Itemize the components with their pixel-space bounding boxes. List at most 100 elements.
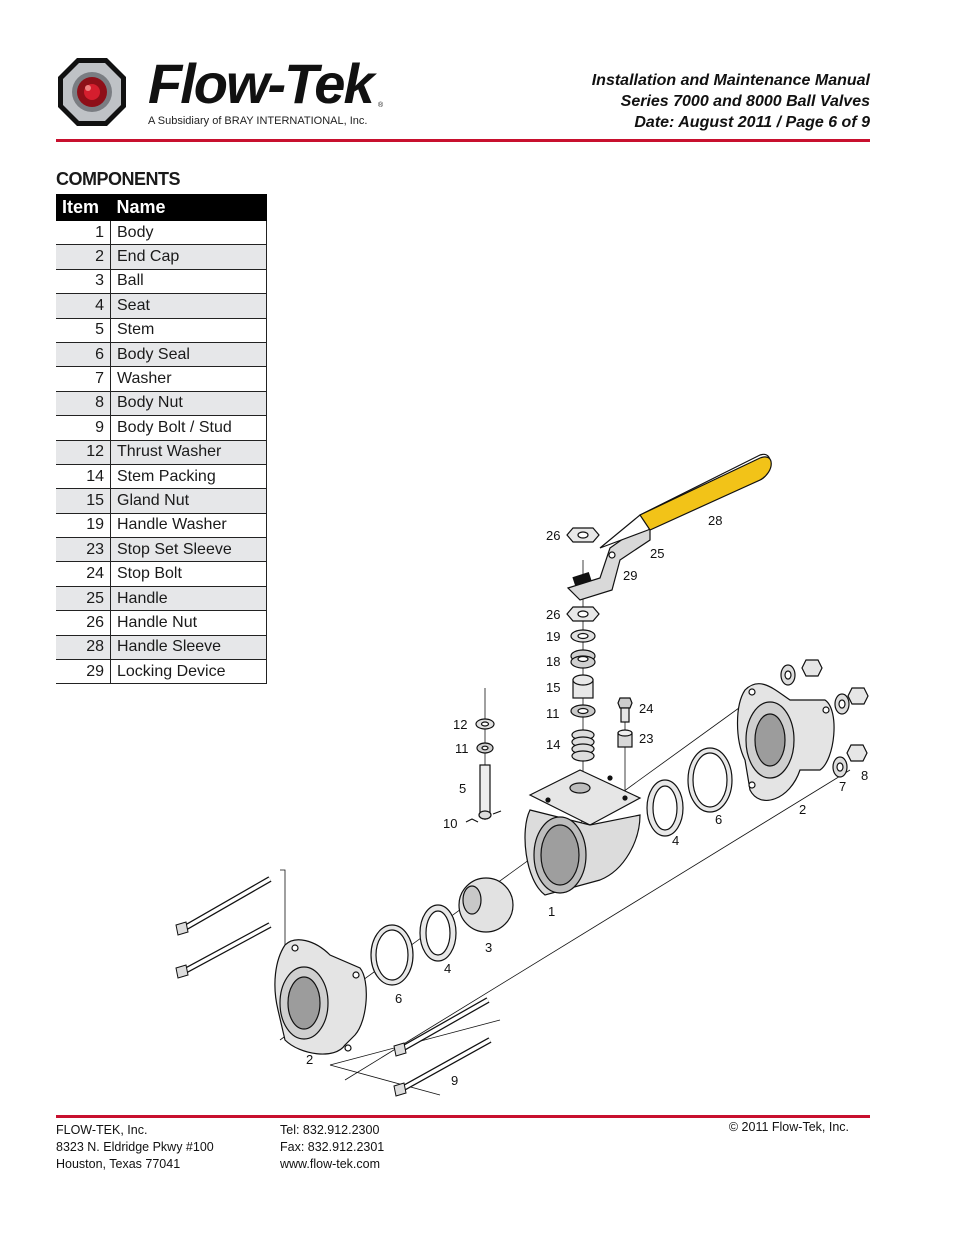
item-name: Body xyxy=(110,221,267,246)
item-name: Stop Bolt xyxy=(110,561,267,587)
end-cap-left-icon xyxy=(274,939,367,1055)
handle-sleeve-icon xyxy=(639,456,772,531)
item-number: 28 xyxy=(56,635,111,661)
callout-15: 15 xyxy=(546,680,560,695)
callout-6-right: 6 xyxy=(715,812,722,827)
callout-23: 23 xyxy=(639,731,653,746)
item-number: 19 xyxy=(56,513,111,539)
item-number: 23 xyxy=(56,537,111,563)
item-name: Locking Device xyxy=(110,659,267,685)
callout-25: 25 xyxy=(650,546,664,561)
item-number: 4 xyxy=(56,293,111,319)
callout-4-right: 4 xyxy=(672,833,679,848)
item-name: End Cap xyxy=(110,244,267,270)
col-item-header: Item xyxy=(56,194,111,221)
callout-5: 5 xyxy=(459,781,466,796)
item-name: Gland Nut xyxy=(110,488,267,514)
flow-tek-logo-icon xyxy=(58,58,126,126)
manual-title: Installation and Maintenance Manual xyxy=(591,72,870,89)
item-number: 25 xyxy=(56,586,111,612)
callout-7: 7 xyxy=(839,779,846,794)
stem-washers-icon xyxy=(570,629,596,762)
callout-4-left: 4 xyxy=(444,961,451,976)
handle-icon xyxy=(566,453,772,601)
footer-company: FLOW-TEK, Inc. xyxy=(56,1123,148,1137)
date-page: Date: August 2011 / Page 6 of 9 xyxy=(634,114,870,131)
valve-body-icon xyxy=(524,769,642,896)
footer-address-line2: Houston, Texas 77041 xyxy=(56,1157,181,1171)
footer-contact: Tel: 832.912.2300 Fax: 832.912.2301 www.… xyxy=(280,1122,384,1173)
exploded-valve-diagram: 26 28 25 29 26 19 18 15 11 14 24 23 12 1… xyxy=(175,453,869,1097)
item-number: 15 xyxy=(56,488,111,514)
washers-nuts-icon xyxy=(780,659,869,778)
footer-rule xyxy=(56,1115,870,1118)
callout-18: 18 xyxy=(546,654,560,669)
document-header: Installation and Maintenance Manual Seri… xyxy=(592,70,870,133)
item-name: Stem xyxy=(110,318,267,343)
footer-copyright: © 2011 Flow-Tek, Inc. xyxy=(728,1120,849,1134)
item-name: Ball xyxy=(110,269,267,295)
callout-24: 24 xyxy=(639,701,653,716)
footer-web-link[interactable]: www.flow-tek.com xyxy=(280,1157,381,1171)
callout-2-left: 2 xyxy=(306,1052,313,1067)
body-bolt-icon xyxy=(175,876,492,1097)
item-number: 12 xyxy=(56,440,111,465)
col-name-header: Name xyxy=(110,194,267,221)
table-header-row: Item Name xyxy=(56,194,267,221)
callout-26-top: 26 xyxy=(546,528,560,543)
end-cap-right-icon xyxy=(736,683,835,801)
item-name: Body Nut xyxy=(110,391,267,417)
item-name: Handle Washer xyxy=(110,513,267,539)
stop-bolt-icon xyxy=(617,697,633,748)
brand-name: Flow-Tek xyxy=(148,52,375,115)
item-number: 9 xyxy=(56,415,111,441)
item-number: 3 xyxy=(56,269,111,295)
callout-14: 14 xyxy=(546,737,560,752)
item-number: 7 xyxy=(56,366,111,392)
body-seal-left-icon xyxy=(370,924,414,986)
header-rule xyxy=(56,139,870,142)
callout-26: 26 xyxy=(546,607,560,622)
handle-nut-icon xyxy=(566,527,600,622)
item-name: Stem Packing xyxy=(110,464,267,490)
item-number: 14 xyxy=(56,464,111,490)
callout-19: 19 xyxy=(546,629,560,644)
item-name: Seat xyxy=(110,293,267,319)
callout-11-left: 11 xyxy=(455,741,469,756)
item-number: 24 xyxy=(56,561,111,587)
callout-28: 28 xyxy=(708,513,722,528)
item-name: Thrust Washer xyxy=(110,440,267,465)
item-name: Body Seal xyxy=(110,342,267,368)
item-name: Body Bolt / Stud xyxy=(110,415,267,441)
footer-address-line1: 8323 N. Eldridge Pkwy #100 xyxy=(56,1140,214,1154)
item-name: Stop Set Sleeve xyxy=(110,537,267,563)
callout-12: 12 xyxy=(453,717,467,732)
stem-icon xyxy=(465,718,502,823)
seat-right-icon xyxy=(646,779,684,837)
item-name: Handle Nut xyxy=(110,610,267,636)
registered-mark: ® xyxy=(378,102,384,109)
footer-tel: Tel: 832.912.2300 xyxy=(280,1123,380,1137)
item-number: 2 xyxy=(56,244,111,270)
callout-10: 10 xyxy=(443,816,457,831)
footer-fax: Fax: 832.912.2301 xyxy=(280,1140,385,1154)
callout-8: 8 xyxy=(861,768,868,783)
callout-2-right: 2 xyxy=(799,802,806,817)
subsidiary-line: A Subsidiary of BRAY INTERNATIONAL, Inc. xyxy=(148,115,368,127)
item-number: 1 xyxy=(56,221,111,246)
